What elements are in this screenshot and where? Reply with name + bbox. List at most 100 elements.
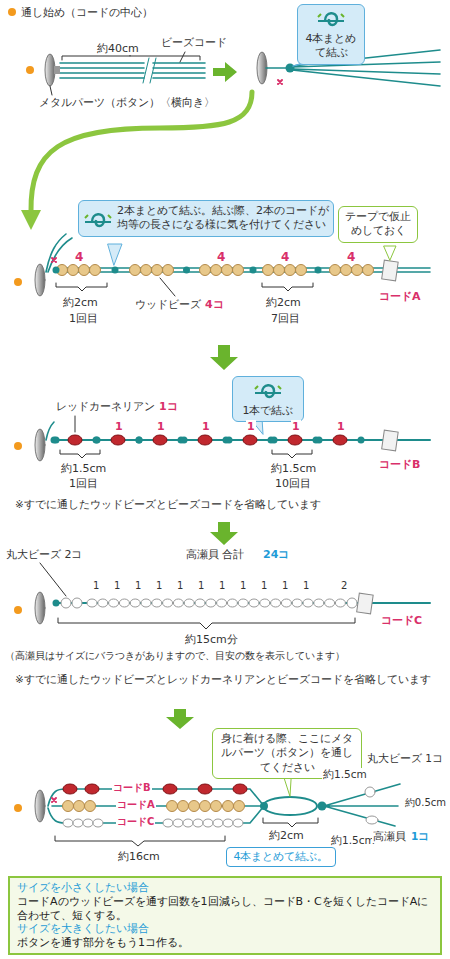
shell-bead: [98, 599, 108, 607]
shell-bead: [193, 819, 203, 827]
label-text: 4: [346, 250, 356, 264]
wood-bead: [163, 265, 174, 276]
label-text: コードB: [112, 782, 152, 794]
shell-bead: [281, 599, 291, 607]
label-text: 通し始め（コードの中心）: [20, 6, 154, 19]
label-text: （高瀬貝はサイズにバラつきがありますので、目安の数を表示しています）: [4, 650, 346, 662]
break-mark: [143, 58, 156, 83]
label-text: 高瀬貝 合計: [185, 548, 246, 561]
shell-bead: [141, 599, 151, 607]
metal-button: [35, 264, 45, 296]
knot-callout: 2本まとめて結ぶ。結ぶ際、2本のコードが均等の長さになる様に気を付けてください: [78, 200, 334, 237]
icon-holder: [302, 8, 360, 32]
knot-mark: [52, 798, 56, 802]
label-text: 約16cm: [117, 850, 161, 863]
label-text: 7回目: [270, 312, 301, 325]
leader-line: [75, 416, 76, 432]
knot-mark: [52, 258, 56, 262]
knot: [183, 267, 190, 274]
tape: [382, 430, 399, 451]
shell-bead: [223, 819, 233, 827]
shell-bead: [335, 599, 345, 607]
knot-callout: 4本まとめて結ぶ: [297, 4, 365, 65]
wood-bead: [234, 801, 245, 812]
shell-bead: [292, 599, 302, 607]
wood-bead: [263, 265, 274, 276]
label-text: 約1.5cm: [60, 462, 107, 475]
callout-box: 4本まとめて結ぶ。: [226, 847, 336, 867]
callout-tail: [108, 244, 122, 265]
shell-bead: [206, 599, 216, 607]
note-box: サイズを小さくしたい場合コードAのウッドビーズを通す回数を1回減らし、コードB・…: [8, 876, 442, 955]
label-text: 1: [92, 580, 100, 592]
label-text: 約2cm: [62, 296, 99, 309]
label-text: 丸大ビーズ 2コ: [5, 548, 84, 561]
label-text: 1: [113, 580, 121, 592]
carnelian-bead: [153, 435, 167, 445]
bead-cord: [60, 63, 205, 78]
wood-bead: [74, 801, 85, 812]
callout-text: テープで仮止めしておく: [344, 210, 412, 239]
label-text: 4: [216, 250, 226, 264]
round-bead: [72, 598, 82, 608]
shell-bead: [109, 599, 119, 607]
label-text: 1: [291, 420, 301, 433]
wood-bead: [167, 801, 178, 812]
knot: [315, 267, 322, 274]
knot-callout: 1本で結ぶ: [232, 376, 304, 422]
shell-bead: [73, 819, 83, 827]
label-text: 4コ: [204, 298, 225, 311]
label-text: 丸大ビーズ 1コ: [366, 752, 444, 765]
label-text: 1: [281, 580, 289, 592]
dimension-brace: [60, 450, 312, 458]
callout-text: 4本まとめて結ぶ。: [231, 850, 331, 864]
label-text: 約40cm: [96, 42, 140, 55]
button-loop: [263, 797, 317, 815]
shell-bead: [227, 599, 237, 607]
icon-holder: [237, 380, 299, 404]
flow-arrow: [31, 92, 252, 212]
step-arrow: [210, 522, 238, 545]
shell-bead: [173, 599, 183, 607]
tape: [382, 260, 399, 281]
shell-bead: [130, 599, 140, 607]
label-text: 1: [176, 580, 184, 592]
shell-bead: [213, 819, 223, 827]
shell-bead: [325, 599, 335, 607]
start-mark: [26, 66, 34, 74]
dimension-brace: [58, 618, 355, 629]
carnelian-bead: [111, 435, 125, 445]
callout-tail: [384, 246, 396, 260]
label-text: 1: [197, 580, 205, 592]
button-shank: [54, 66, 60, 74]
knot: [260, 802, 268, 810]
label-text: 1: [218, 580, 226, 592]
callout-text: サイズを小さくしたい場合: [17, 881, 433, 895]
label-text: 4: [280, 250, 290, 264]
shell-bead: [303, 599, 313, 607]
label-text: 1: [239, 580, 247, 592]
label-text: 4: [74, 250, 84, 264]
knot: [53, 267, 60, 274]
shell-bead: [183, 819, 193, 827]
leader-line: [40, 563, 66, 596]
wood-bead: [189, 801, 200, 812]
wood-bead: [330, 265, 341, 276]
shell-bead: [233, 819, 243, 827]
knot-icon: [83, 209, 113, 233]
knot: [226, 437, 233, 444]
label-text: 10回目: [274, 477, 312, 490]
label-text: 1: [246, 420, 256, 433]
start-mark: [14, 606, 22, 614]
label-text: ※すでに通したウッドビーズとレッドカーネリアンとビーズコードを省略しています: [14, 673, 436, 686]
round-bead: [61, 598, 71, 608]
knot: [112, 267, 119, 274]
wood-bead: [223, 801, 234, 812]
callout-text: サイズを大きくしたい場合: [17, 922, 433, 936]
knot: [358, 437, 365, 444]
knot: [51, 437, 58, 444]
callout-box: テープで仮止めしておく: [338, 206, 418, 243]
bead-cord: [48, 789, 264, 823]
shell-bead: [366, 816, 378, 824]
step1: [8, 8, 440, 230]
